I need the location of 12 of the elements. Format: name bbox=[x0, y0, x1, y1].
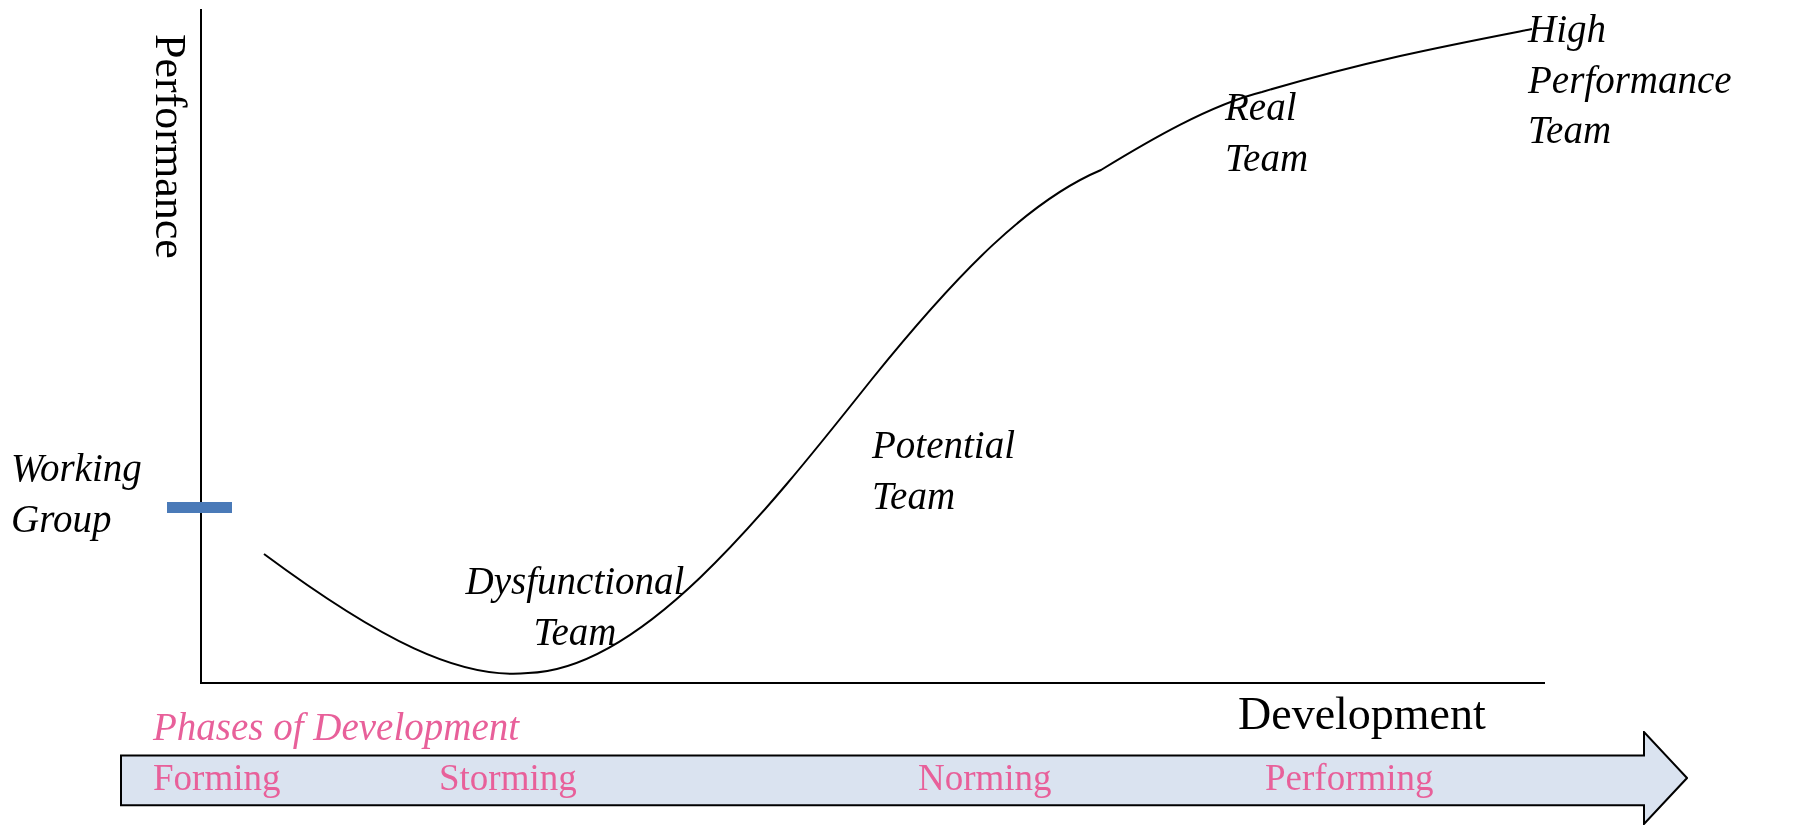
phase-label: Performing bbox=[1265, 759, 1434, 796]
stage-label: Real Team bbox=[1225, 84, 1310, 181]
stage-label: Potential Team bbox=[872, 422, 1016, 519]
phase-label: Forming bbox=[153, 759, 281, 796]
axis-title: Development bbox=[1238, 687, 1487, 741]
phase-label: Norming bbox=[918, 759, 1052, 796]
stage-label: Working Group bbox=[11, 445, 143, 543]
stage-label: High Performance Team bbox=[1528, 6, 1733, 154]
section-heading: Phases of Development bbox=[153, 704, 521, 751]
axis-title: Performance bbox=[148, 34, 192, 259]
stage-label: Dysfunctional Team bbox=[464, 558, 686, 655]
phase-label: Storming bbox=[439, 759, 577, 796]
